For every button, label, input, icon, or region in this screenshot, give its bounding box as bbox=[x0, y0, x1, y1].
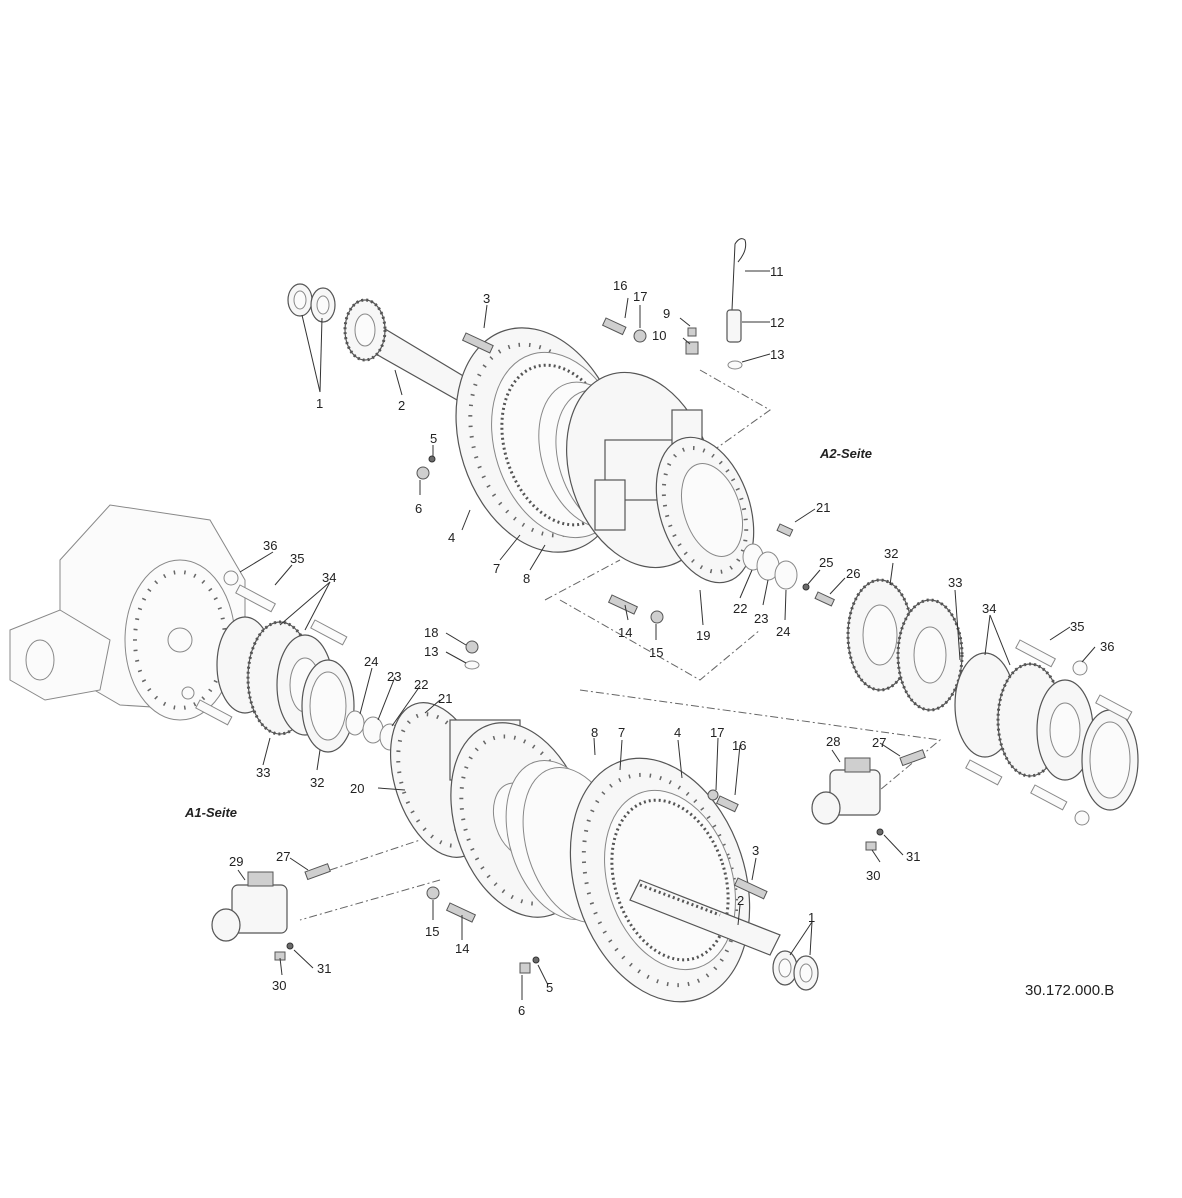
label-part-21: 21 bbox=[816, 500, 830, 515]
valve-28 bbox=[811, 749, 926, 851]
label-part-33-left: 33 bbox=[256, 765, 270, 780]
label-part-31: 31 bbox=[906, 849, 920, 864]
label-part-36: 36 bbox=[1100, 639, 1114, 654]
label-part-20: 20 bbox=[350, 781, 364, 796]
label-part-30: 30 bbox=[866, 868, 880, 883]
label-part-3: 3 bbox=[483, 291, 490, 306]
label-part-29: 29 bbox=[229, 854, 243, 869]
label-part-15: 15 bbox=[649, 645, 663, 660]
label-part-31-left: 31 bbox=[317, 961, 331, 976]
label-part-27-left: 27 bbox=[276, 849, 290, 864]
side-label-a2: A2-Seite bbox=[819, 446, 872, 461]
left-axle-housing bbox=[9, 504, 246, 721]
upper-small-parts bbox=[416, 238, 835, 624]
lower-small-parts bbox=[426, 789, 768, 974]
left-brake-discs bbox=[216, 616, 355, 753]
label-part-15-lower: 15 bbox=[425, 924, 439, 939]
label-part-9: 9 bbox=[663, 306, 670, 321]
label-part-12: 12 bbox=[770, 315, 784, 330]
right-guide-pins bbox=[965, 639, 1133, 826]
lower-bearing-cups bbox=[772, 950, 819, 991]
label-part-32: 32 bbox=[884, 546, 898, 561]
label-part-16-lower: 16 bbox=[732, 738, 746, 753]
label-part-32-left: 32 bbox=[310, 775, 324, 790]
label-part-16: 16 bbox=[613, 278, 627, 293]
label-part-7-lower: 7 bbox=[618, 725, 625, 740]
label-part-5: 5 bbox=[430, 431, 437, 446]
label-part-2-lower: 2 bbox=[737, 893, 744, 908]
side-label-a1: A1-Seite bbox=[184, 805, 237, 820]
right-brake-piston-pack bbox=[954, 652, 1139, 811]
leader-lines bbox=[237, 270, 1096, 1000]
label-part-5-lower: 5 bbox=[546, 980, 553, 995]
upper-axle-flange bbox=[655, 436, 755, 584]
drawing-number: 30.172.000.B bbox=[1025, 982, 1114, 999]
label-part-24-left: 24 bbox=[364, 654, 378, 669]
label-part-34-left: 34 bbox=[322, 570, 336, 585]
label-part-6-lower: 6 bbox=[518, 1003, 525, 1018]
label-part-18: 18 bbox=[424, 625, 438, 640]
label-part-4: 4 bbox=[448, 530, 455, 545]
label-part-23-left: 23 bbox=[387, 669, 401, 684]
label-part-27: 27 bbox=[872, 735, 886, 750]
valve-29 bbox=[211, 863, 331, 961]
label-part-17: 17 bbox=[633, 289, 647, 304]
label-part-7: 7 bbox=[493, 561, 500, 576]
label-part-34: 34 bbox=[982, 601, 996, 616]
label-part-30-left: 30 bbox=[272, 978, 286, 993]
label-part-22: 22 bbox=[733, 601, 747, 616]
label-part-35-left: 35 bbox=[290, 551, 304, 566]
upper-bearing-cups bbox=[287, 283, 336, 323]
label-part-35: 35 bbox=[1070, 619, 1084, 634]
label-part-23: 23 bbox=[754, 611, 768, 626]
label-part-1: 1 bbox=[316, 396, 323, 411]
label-part-13-left: 13 bbox=[424, 644, 438, 659]
label-part-36-left: 36 bbox=[263, 538, 277, 553]
right-brake-discs bbox=[846, 578, 964, 712]
label-part-22-left: 22 bbox=[414, 677, 428, 692]
label-part-3-lower: 3 bbox=[752, 843, 759, 858]
label-part-14: 14 bbox=[618, 625, 632, 640]
label-part-6: 6 bbox=[415, 501, 422, 516]
label-part-19: 19 bbox=[696, 628, 710, 643]
lower-drive-shaft bbox=[629, 879, 781, 956]
label-part-33: 33 bbox=[948, 575, 962, 590]
label-part-25: 25 bbox=[819, 555, 833, 570]
label-part-8-lower: 8 bbox=[591, 725, 598, 740]
assembly-dash-lines bbox=[299, 369, 942, 921]
label-part-28: 28 bbox=[826, 734, 840, 749]
label-part-21-left: 21 bbox=[438, 691, 452, 706]
label-part-26: 26 bbox=[846, 566, 860, 581]
label-part-13: 13 bbox=[770, 347, 784, 362]
label-part-24: 24 bbox=[776, 624, 790, 639]
label-part-4-lower: 4 bbox=[674, 725, 681, 740]
label-part-1-lower: 1 bbox=[808, 910, 815, 925]
label-part-17-lower: 17 bbox=[710, 725, 724, 740]
label-part-10: 10 bbox=[652, 328, 666, 343]
label-part-8: 8 bbox=[523, 571, 530, 586]
part-number-labels: 1 2 3 4 5 6 7 8 9 10 11 12 13 14 15 16 1… bbox=[229, 264, 1114, 1018]
label-part-2: 2 bbox=[398, 398, 405, 413]
label-part-14-lower: 14 bbox=[455, 941, 469, 956]
label-part-11: 11 bbox=[770, 264, 784, 279]
